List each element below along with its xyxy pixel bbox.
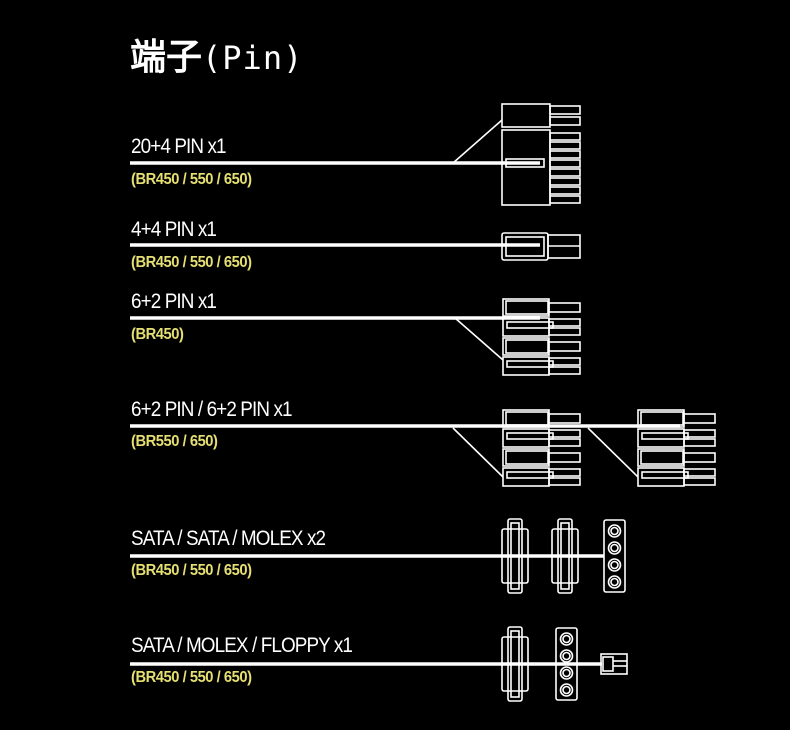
sata-sata-molex-connector [130,518,626,594]
pcie-6plus2-connector [130,298,581,376]
pcie-dual-connector [130,409,716,487]
row-models-pcie-double: (BR550 / 650) [131,433,218,450]
title-cjk: 端子 [130,36,203,77]
row-models-sata-molex: (BR450 / 550 / 650) [131,562,252,579]
row-models-24pin: (BR450 / 550 / 650) [131,171,252,188]
floppy-connector [600,653,628,675]
row-models-8pin-cpu: (BR450 / 550 / 650) [131,254,252,271]
molex-connector [603,519,626,593]
sata-molex-floppy-connector [130,626,628,702]
row-label-pcie-single: 6+2 PIN x1 [131,290,217,313]
pcie-connector-2 [637,409,716,487]
row-label-24pin: 20+4 PIN x1 [131,135,227,158]
row-label-8pin-cpu: 4+4 PIN x1 [131,218,217,241]
row-models-sata-molex-floppy: (BR450 / 550 / 650) [131,669,252,686]
row-label-pcie-double: 6+2 PIN / 6+2 PIN x1 [131,398,293,421]
title-latin: (Pin) [202,39,304,77]
eps-8pin-connector [130,232,581,261]
pcie-connector-1 [502,409,581,487]
row-label-sata-molex: SATA / SATA / MOLEX x2 [131,527,326,550]
page-title: 端子(Pin) [130,28,303,80]
atx-24pin-connector [130,103,581,206]
row-models-pcie-single: (BR450) [131,326,184,343]
row-label-sata-molex-floppy: SATA / MOLEX / FLOPPY x1 [131,634,353,657]
